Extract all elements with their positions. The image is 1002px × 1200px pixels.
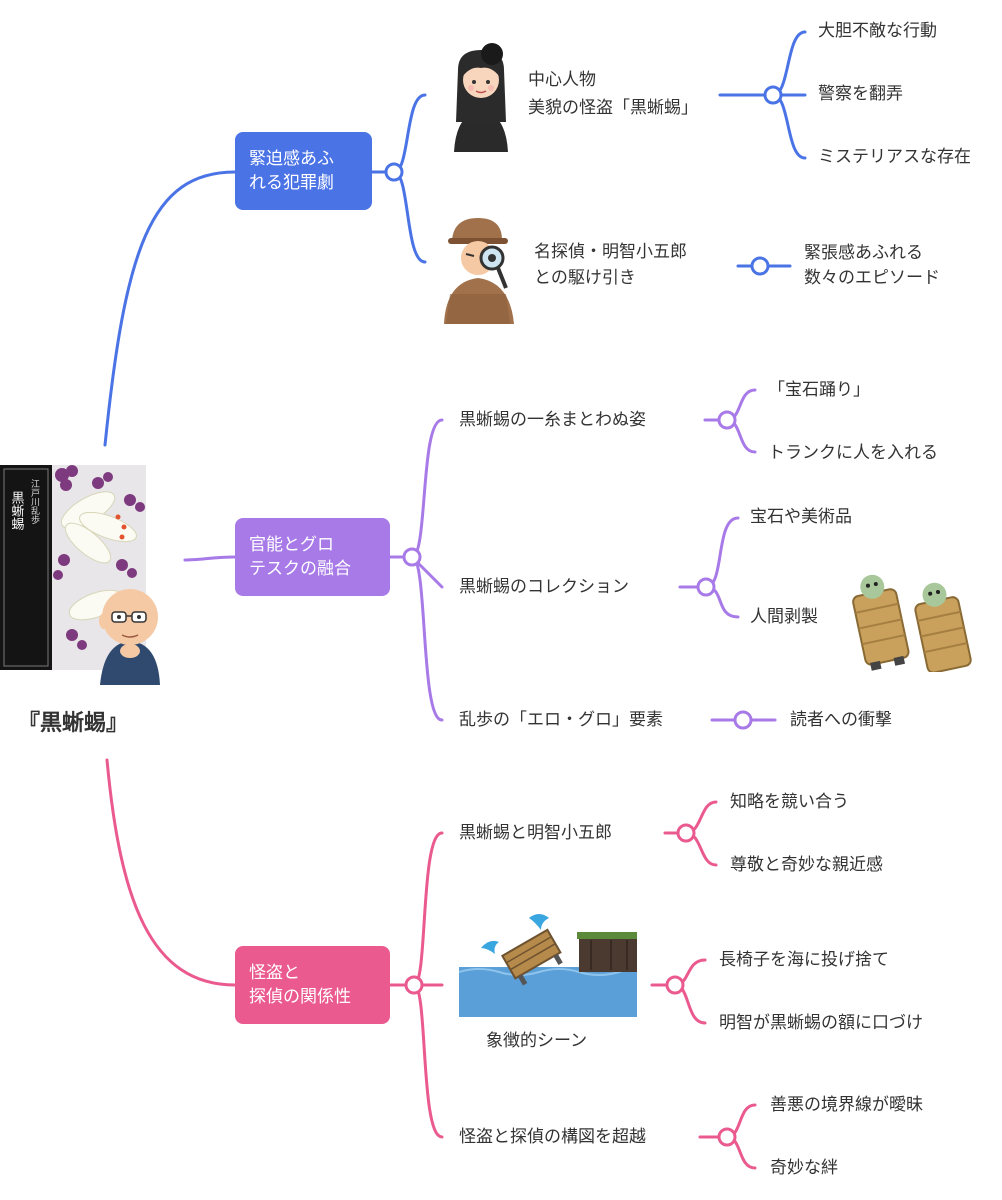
scene-child-1: 長椅子を海に投げ捨て bbox=[719, 950, 889, 970]
category-relation-label-2: 探偵の関係性 bbox=[249, 987, 351, 1007]
cover-title-text: 黒蜥蜴 bbox=[9, 491, 25, 530]
node-scene: 象徴的シーン bbox=[486, 1031, 588, 1051]
node-kaito-line2: 美貌の怪盗「黒蜥蜴」 bbox=[528, 98, 698, 118]
kaito-trait-2: 警察を翻弄 bbox=[818, 84, 903, 104]
kaito-trait-3: ミステリアスな存在 bbox=[818, 147, 971, 167]
author-thinking-illustration bbox=[99, 589, 160, 685]
category-sensual-label-2: テスクの融合 bbox=[249, 559, 351, 579]
junction-circle bbox=[402, 547, 422, 567]
node-erogro: 乱歩の「エロ・グロ」要素 bbox=[459, 710, 663, 730]
pair-child-1: 知略を競い合う bbox=[730, 792, 849, 812]
naked-child-1: 「宝石踊り」 bbox=[768, 380, 870, 400]
cover-author-text: 江戸川乱歩 bbox=[29, 479, 40, 525]
scene-child-2: 明智が黒蜥蜴の額に口づけ bbox=[719, 1013, 923, 1033]
junction-circle bbox=[733, 710, 753, 730]
collection-child-1: 宝石や美術品 bbox=[750, 507, 852, 527]
junction-circle bbox=[750, 256, 770, 276]
beyond-child-2: 奇妙な絆 bbox=[770, 1158, 838, 1178]
junction-circle bbox=[763, 85, 783, 105]
kaito-trait-1: 大胆不敵な行動 bbox=[818, 21, 937, 41]
node-naked: 黒蜥蜴の一糸まとわぬ姿 bbox=[459, 410, 646, 430]
junction-circle bbox=[404, 975, 424, 995]
category-relation-box[interactable]: 怪盗と 探偵の関係性 bbox=[235, 946, 390, 1024]
wrapped-bodies-illustration bbox=[850, 568, 982, 674]
category-sensual-box[interactable]: 官能とグロ テスクの融合 bbox=[235, 518, 390, 596]
junction-circle bbox=[696, 577, 716, 597]
episodes-line1: 緊張感あふれる bbox=[804, 243, 923, 263]
node-beyond: 怪盗と探偵の構図を超越 bbox=[459, 1127, 646, 1147]
bench-thrown-sea-illustration bbox=[458, 912, 639, 1017]
category-relation-label-1: 怪盗と bbox=[249, 963, 300, 983]
book-cover-illustration: 黒蜥蜴 江戸川乱歩 bbox=[0, 465, 160, 685]
junction-circle bbox=[665, 975, 685, 995]
naked-child-2: トランクに人を入れる bbox=[768, 443, 938, 463]
category-crime-box[interactable]: 緊迫感あふ れる犯罪劇 bbox=[235, 132, 372, 210]
node-kaito-line1: 中心人物 bbox=[528, 70, 596, 90]
junction-circle bbox=[384, 162, 404, 182]
detective-magnifier-illustration bbox=[440, 212, 520, 324]
erogro-child: 読者への衝撃 bbox=[790, 710, 892, 730]
junction-circle bbox=[717, 1127, 737, 1147]
phantom-thief-woman-illustration bbox=[446, 40, 516, 152]
node-collection: 黒蜥蜴のコレクション bbox=[459, 577, 629, 597]
node-akechi-line1: 名探偵・明智小五郎 bbox=[534, 242, 687, 262]
pair-child-2: 尊敬と奇妙な親近感 bbox=[730, 855, 883, 875]
root-title: 『黒蜥蜴』 bbox=[18, 711, 129, 736]
junction-circle bbox=[717, 410, 737, 430]
node-akechi-line2: との駆け引き bbox=[534, 268, 636, 288]
beyond-child-1: 善悪の境界線が曖昧 bbox=[770, 1095, 923, 1115]
category-crime-label-2: れる犯罪劇 bbox=[249, 173, 334, 193]
relation-branch-lines bbox=[105, 758, 757, 1170]
episodes-line2: 数々のエピソード bbox=[804, 268, 940, 288]
collection-child-2: 人間剥製 bbox=[750, 607, 818, 627]
junction-circle bbox=[676, 823, 696, 843]
category-sensual-label-1: 官能とグロ bbox=[249, 535, 334, 555]
node-pair: 黒蜥蜴と明智小五郎 bbox=[459, 823, 612, 843]
category-crime-label-1: 緊迫感あふ bbox=[249, 149, 334, 169]
